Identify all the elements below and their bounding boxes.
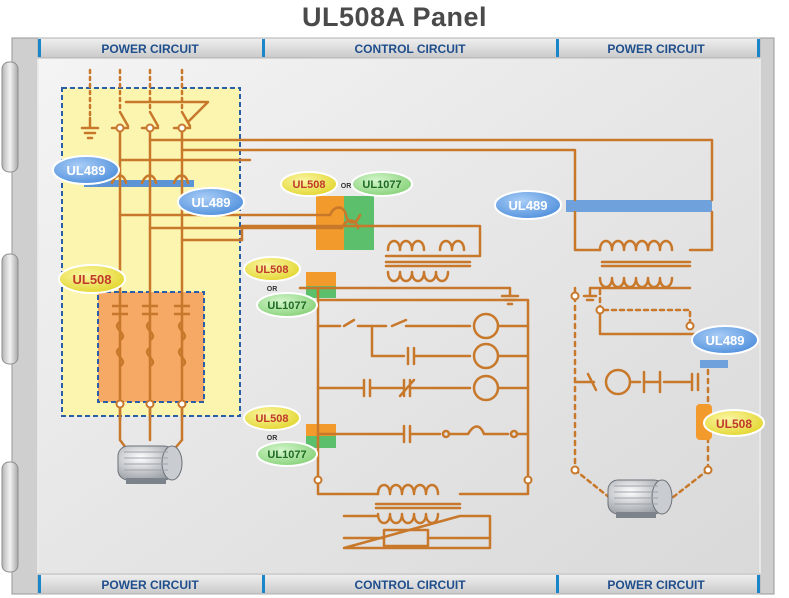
bottom-label-power-right: POWER CIRCUIT — [607, 578, 705, 592]
badge-ul508-ctrl-top: UL508 — [280, 171, 338, 197]
ul489-breaker-bar-right — [566, 200, 712, 212]
badge-ul508-right: UL508 — [703, 409, 765, 437]
top-section-bar: POWER CIRCUIT CONTROL CIRCUIT POWER CIRC… — [37, 37, 761, 59]
or-label-mid: OR — [267, 286, 278, 293]
svg-text:UL508: UL508 — [72, 272, 111, 287]
svg-text:UL489: UL489 — [508, 198, 547, 213]
badge-ul1077-ctrl-mid: UL1077 — [256, 292, 318, 318]
svg-text:UL508: UL508 — [716, 417, 752, 431]
badge-ul508-left: UL508 — [58, 264, 126, 294]
ul508-device-highlight-top — [316, 196, 344, 250]
svg-text:UL1077: UL1077 — [267, 449, 306, 461]
terminal-points — [115, 123, 713, 485]
badge-ul489-main-2: UL489 — [177, 187, 245, 217]
ul489-breaker-bar-small — [700, 360, 728, 368]
motor-left-icon — [117, 445, 183, 484]
badge-ul489-right-mid: UL489 — [691, 325, 759, 355]
top-label-power-right: POWER CIRCUIT — [607, 42, 705, 56]
badge-ul1077-ctrl-top: UL1077 — [351, 171, 413, 197]
top-label-power-left: POWER CIRCUIT — [101, 42, 199, 56]
svg-text:UL489: UL489 — [191, 195, 230, 210]
badge-ul489-main-1: UL489 — [52, 155, 120, 185]
svg-text:UL508: UL508 — [255, 413, 288, 425]
badge-ul508-ctrl-mid: UL508 — [243, 256, 301, 282]
or-label-low: OR — [267, 435, 278, 442]
bottom-label-power-left: POWER CIRCUIT — [101, 578, 199, 592]
or-label-top: OR — [341, 183, 352, 190]
svg-text:UL489: UL489 — [66, 163, 105, 178]
ul508-device-highlight-mid — [306, 272, 336, 286]
door-hinges — [1, 61, 19, 573]
badge-ul508-ctrl-low: UL508 — [243, 405, 301, 431]
ul1077-device-highlight-low — [306, 436, 336, 448]
motor-starter-symbols — [112, 304, 190, 368]
page-title: UL508A Panel — [301, 2, 488, 32]
svg-text:UL508: UL508 — [292, 179, 325, 191]
badge-ul1077-ctrl-low: UL1077 — [256, 441, 318, 467]
svg-text:UL1077: UL1077 — [362, 179, 401, 191]
svg-text:UL508: UL508 — [255, 264, 288, 276]
bottom-label-control: CONTROL CIRCUIT — [354, 578, 466, 592]
ul489-breaker-bar-left — [84, 180, 194, 187]
top-label-control: CONTROL CIRCUIT — [354, 42, 466, 56]
motor-right-icon — [607, 479, 673, 518]
badge-ul489-right-top: UL489 — [494, 190, 562, 220]
svg-text:UL1077: UL1077 — [267, 300, 306, 312]
bottom-section-bar: POWER CIRCUIT CONTROL CIRCUIT POWER CIRC… — [37, 573, 761, 595]
ul1077-device-highlight-top — [344, 196, 374, 250]
svg-text:UL489: UL489 — [705, 333, 744, 348]
